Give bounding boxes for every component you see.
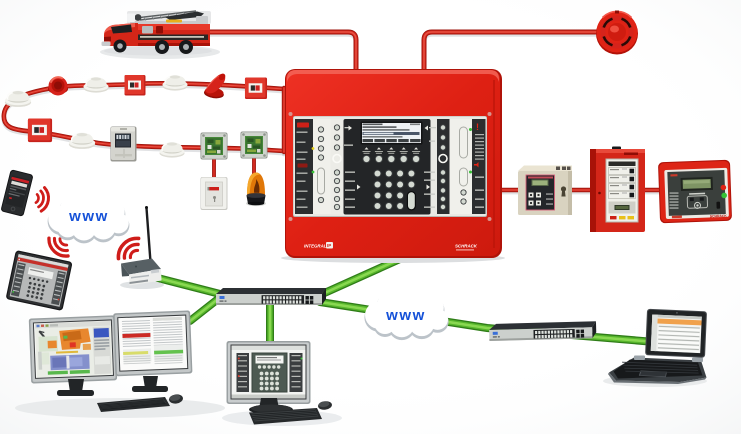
svg-text:INTEGRAL: INTEGRAL: [304, 244, 327, 249]
svg-text:SCHRACK: SCHRACK: [710, 214, 728, 219]
svg-text:!: !: [476, 122, 479, 132]
svg-text:www: www: [68, 208, 109, 225]
svg-text:SCHRACK: SCHRACK: [455, 244, 478, 249]
svg-text:IP: IP: [327, 243, 331, 248]
svg-text:www: www: [385, 307, 426, 324]
